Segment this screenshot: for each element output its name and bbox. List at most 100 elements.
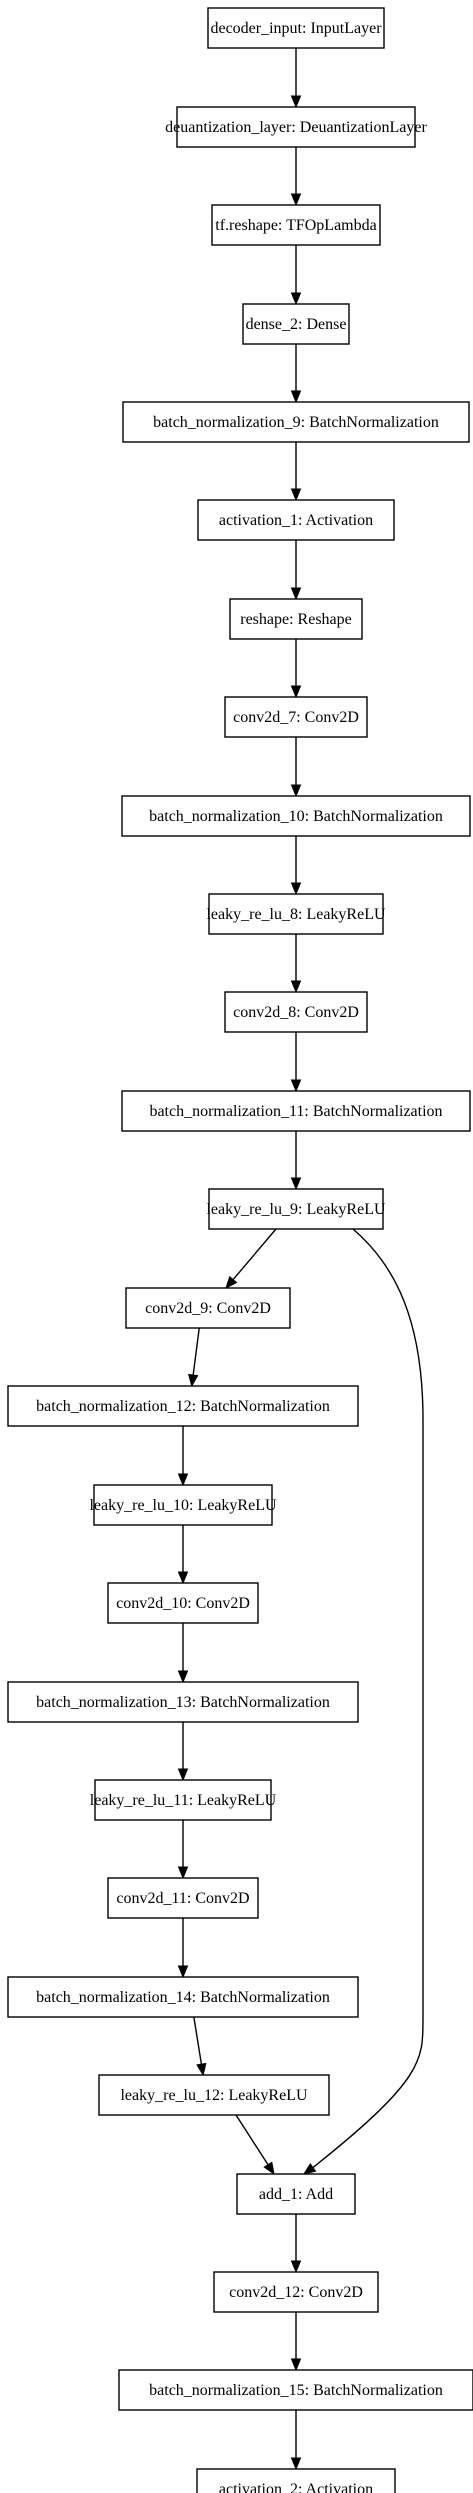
layer-node-batch-normalization-10: batch_normalization_10: BatchNormalizati… <box>121 795 471 837</box>
arrowhead <box>290 488 302 502</box>
layer-node-tf-reshape: tf.reshape: TFOpLambda <box>211 204 381 246</box>
arrowhead <box>290 685 302 699</box>
layer-node-label: conv2d_12: Conv2D <box>229 2284 363 2301</box>
edge-n4-to-n5 <box>290 442 302 502</box>
layer-node-batch-normalization-14: batch_normalization_14: BatchNormalizati… <box>7 1976 359 2018</box>
layer-node-label: batch_normalization_12: BatchNormalizati… <box>36 1398 330 1415</box>
layer-node-label: batch_normalization_11: BatchNormalizati… <box>149 1103 442 1120</box>
edge-n12-to-n22 <box>302 1228 424 2175</box>
layer-node-box <box>197 499 395 541</box>
edge-n1-to-n2 <box>290 147 302 207</box>
layer-node-label: batch_normalization_10: BatchNormalizati… <box>149 808 443 825</box>
layer-node-box <box>208 1188 384 1230</box>
edge-n17-to-n18 <box>177 1722 189 1782</box>
layer-node-box <box>176 106 416 148</box>
layer-node-box <box>121 795 471 837</box>
layer-node-label: batch_normalization_14: BatchNormalizati… <box>36 1989 330 2006</box>
edge-n6-to-n7 <box>290 639 302 699</box>
edge-n5-to-n6 <box>290 540 302 601</box>
layer-node-leaky-re-lu-10: leaky_re_lu_10: LeakyReLU <box>89 1484 277 1526</box>
edge-n14-to-n15 <box>177 1426 189 1487</box>
layer-node-activation-1: activation_1: Activation <box>197 499 395 541</box>
layer-node-batch-normalization-9: batch_normalization_9: BatchNormalizatio… <box>122 401 470 443</box>
layer-node-box <box>224 991 368 1033</box>
edge-line <box>232 1228 277 1281</box>
arrowhead <box>290 390 302 404</box>
layer-node-conv2d-7: conv2d_7: Conv2D <box>224 696 368 738</box>
edge-n7-to-n8 <box>290 737 302 798</box>
layer-node-box <box>94 1779 272 1821</box>
layer-node-box <box>121 1090 471 1132</box>
layer-node-batch-normalization-12: batch_normalization_12: BatchNormalizati… <box>7 1385 359 1427</box>
layer-node-box <box>211 204 381 246</box>
edge-n9-to-n10 <box>290 934 302 994</box>
arrowhead <box>290 2260 302 2274</box>
arrowhead <box>290 193 302 207</box>
layer-node-label: leaky_re_lu_11: LeakyReLU <box>90 1792 277 1809</box>
arrowhead <box>290 95 302 109</box>
layer-node-conv2d-12: conv2d_12: Conv2D <box>213 2271 379 2313</box>
edge-line <box>312 1228 424 2169</box>
layer-node-label: conv2d_11: Conv2D <box>116 1890 249 1907</box>
layer-node-label: reshape: Reshape <box>240 611 352 628</box>
layer-node-label: conv2d_9: Conv2D <box>145 1300 271 1317</box>
edge-line <box>235 2114 269 2166</box>
arrowhead <box>290 1079 302 1093</box>
layer-node-box <box>7 1385 359 1427</box>
arrowhead <box>177 1768 189 1782</box>
layer-node-label: batch_normalization_9: BatchNormalizatio… <box>153 414 439 431</box>
layer-node-box <box>118 2369 473 2411</box>
layer-node-box <box>125 1287 291 1329</box>
arrowhead <box>290 980 302 994</box>
arrowhead <box>290 882 302 896</box>
arrowhead <box>290 784 302 798</box>
edge-n24-to-n25 <box>290 2410 302 2471</box>
layer-node-label: leaky_re_lu_12: LeakyReLU <box>120 2087 307 2104</box>
layer-node-dense-2: dense_2: Dense <box>242 303 350 345</box>
layer-node-label: add_1: Add <box>259 2186 333 2203</box>
layer-node-box <box>122 401 470 443</box>
layer-node-box <box>98 2074 330 2116</box>
arrowhead <box>302 2163 317 2175</box>
layer-node-box <box>107 1877 259 1919</box>
layer-node-label: batch_normalization_13: BatchNormalizati… <box>36 1694 330 1711</box>
layer-node-leaky-re-lu-11: leaky_re_lu_11: LeakyReLU <box>90 1779 277 1821</box>
layer-node-label: activation_2: Activation <box>219 2481 373 2493</box>
layer-node-label: leaky_re_lu_9: LeakyReLU <box>206 1201 385 1218</box>
edge-n20-to-n21 <box>193 2016 207 2077</box>
arrowhead <box>290 2457 302 2471</box>
layer-node-box <box>93 1484 273 1526</box>
layer-node-batch-normalization-11: batch_normalization_11: BatchNormalizati… <box>121 1090 471 1132</box>
arrowhead <box>290 292 302 306</box>
layer-node-label: batch_normalization_15: BatchNormalizati… <box>149 2382 443 2399</box>
layer-node-box <box>196 2468 396 2493</box>
layer-node-label: leaky_re_lu_8: LeakyReLU <box>206 906 385 923</box>
layer-node-conv2d-9: conv2d_9: Conv2D <box>125 1287 291 1329</box>
layer-node-leaky-re-lu-8: leaky_re_lu_8: LeakyReLU <box>206 893 386 935</box>
edge-n19-to-n20 <box>177 1918 189 1979</box>
edge-n18-to-n19 <box>177 1820 189 1880</box>
edge-n23-to-n24 <box>290 2312 302 2372</box>
layer-node-batch-normalization-15: batch_normalization_15: BatchNormalizati… <box>118 2369 473 2411</box>
layer-node-conv2d-10: conv2d_10: Conv2D <box>107 1582 259 1624</box>
arrowhead <box>290 2358 302 2372</box>
arrowhead <box>290 587 302 601</box>
layer-node-leaky-re-lu-9: leaky_re_lu_9: LeakyReLU <box>206 1188 386 1230</box>
arrowhead <box>196 2062 207 2077</box>
arrowhead <box>177 1866 189 1880</box>
arrowhead <box>290 1177 302 1191</box>
layer-node-reshape: reshape: Reshape <box>229 598 363 640</box>
arrowhead <box>177 1473 189 1487</box>
layer-node-conv2d-8: conv2d_8: Conv2D <box>224 991 368 1033</box>
edge-n16-to-n17 <box>177 1623 189 1684</box>
edge-n11-to-n12 <box>290 1131 302 1191</box>
layer-node-batch-normalization-13: batch_normalization_13: BatchNormalizati… <box>7 1681 359 1723</box>
layer-node-box <box>207 7 385 49</box>
arrowhead <box>263 2161 275 2176</box>
layer-node-add-1: add_1: Add <box>236 2173 356 2215</box>
edge-n12-to-n13 <box>225 1228 277 1290</box>
layer-node-box <box>224 696 368 738</box>
edge-n2-to-n3 <box>290 245 302 306</box>
layer-node-conv2d-11: conv2d_11: Conv2D <box>107 1877 259 1919</box>
